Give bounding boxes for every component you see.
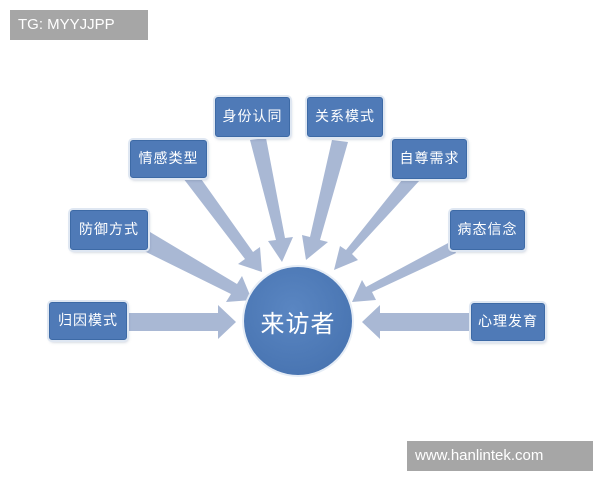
node-identity: 身份认同: [215, 97, 290, 137]
node-attribution: 归因模式: [49, 302, 127, 340]
arrow-emotion: [183, 176, 262, 272]
node-emotion: 情感类型: [130, 140, 207, 178]
arrow-defense: [138, 232, 252, 302]
arrow-attribution: [128, 305, 236, 339]
watermark-top-left: TG: MYYJJPP: [10, 10, 148, 40]
arrow-identity: [250, 138, 293, 262]
node-defense: 防御方式: [70, 210, 148, 250]
node-self-esteem: 自尊需求: [392, 139, 467, 179]
arrow-relationship: [302, 140, 348, 260]
arrow-self-esteem: [334, 180, 420, 270]
node-relationship: 关系模式: [307, 97, 383, 137]
node-pathological-belief: 病态信念: [450, 210, 525, 250]
node-psych-development: 心理发育: [471, 303, 545, 341]
arrow-pathological-belief: [352, 242, 456, 302]
center-node-visitor: 来访者: [244, 267, 352, 375]
arrow-psych-development: [362, 305, 470, 339]
watermark-bottom-right: www.hanlintek.com: [407, 441, 593, 471]
